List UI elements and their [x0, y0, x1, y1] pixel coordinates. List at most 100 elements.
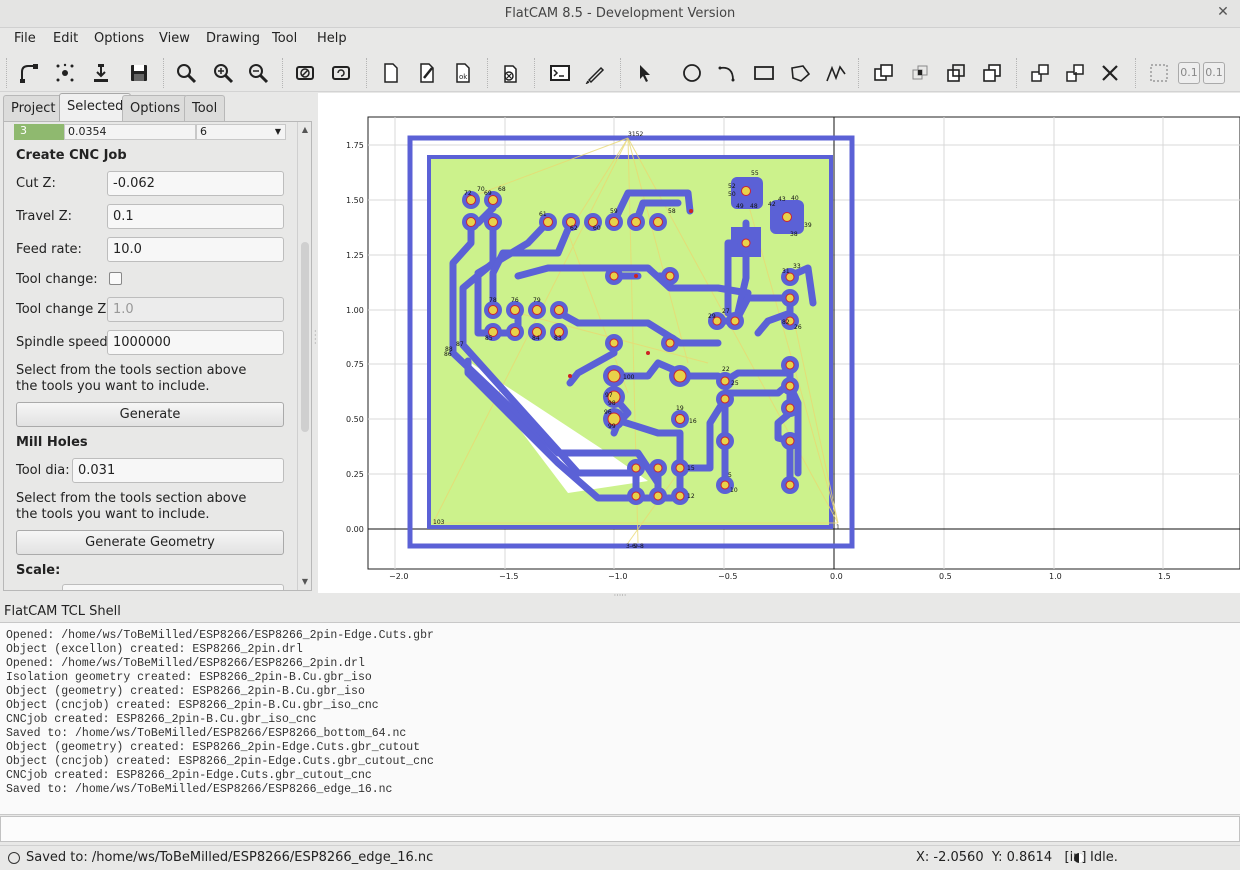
svg-text:3-6: 3-6: [626, 543, 636, 550]
svg-text:97: 97: [605, 392, 613, 399]
tool-dia-input[interactable]: 0.031: [72, 458, 284, 483]
x-tick: 1.5: [1158, 572, 1171, 581]
shell-line: CNCjob created: ESP8266_2pin-Edge.Cuts.g…: [6, 769, 372, 782]
tool-table-row[interactable]: 3 0.0354 6▼: [14, 124, 286, 140]
menu-tool[interactable]: Tool: [272, 31, 298, 46]
tab-tool[interactable]: Tool: [184, 95, 226, 121]
open-excellon-icon[interactable]: [52, 60, 78, 86]
svg-text:79: 79: [533, 297, 541, 304]
zoom-out-icon[interactable]: [245, 60, 271, 86]
delete-shape-icon[interactable]: [1097, 60, 1123, 86]
vertical-splitter-handle[interactable]: ····: [314, 327, 317, 348]
svg-text:9-8: 9-8: [634, 543, 644, 550]
subtract-icon[interactable]: [943, 60, 969, 86]
tab-selected[interactable]: Selected: [59, 93, 132, 121]
panel-scrollbar[interactable]: ▲ ▼: [297, 122, 311, 590]
spindle-speed-input[interactable]: 1000000: [107, 330, 284, 355]
new-geometry-icon[interactable]: [378, 60, 404, 86]
svg-text:48: 48: [750, 203, 758, 210]
tool-change-z-label: Tool change Z:: [16, 302, 111, 317]
svg-text:43: 43: [778, 196, 786, 203]
scroll-down-icon[interactable]: ▼: [301, 577, 309, 586]
path-icon[interactable]: [823, 60, 849, 86]
cursor-y: Y: 0.8614: [991, 850, 1053, 865]
svg-text:69: 69: [484, 190, 492, 197]
cut-icon[interactable]: [979, 60, 1005, 86]
edit-geometry-icon[interactable]: [414, 60, 440, 86]
scrollbar-thumb[interactable]: [301, 242, 309, 432]
tool-drill-count[interactable]: 6▼: [196, 124, 286, 140]
svg-text:87: 87: [456, 341, 464, 348]
tcl-shell-icon[interactable]: [547, 60, 573, 86]
delete-icon[interactable]: [497, 60, 523, 86]
x-tick: 1.0: [1049, 572, 1062, 581]
menu-drawing[interactable]: Drawing: [206, 31, 261, 46]
tool-change-z-input[interactable]: 1.0: [107, 297, 284, 322]
intersection-icon[interactable]: [907, 60, 933, 86]
svg-text:49: 49: [736, 203, 744, 210]
title-bar: FlatCAM 8.5 - Development Version ✕: [0, 0, 1240, 28]
feed-rate-input[interactable]: 10.0: [107, 237, 284, 262]
union-icon[interactable]: [871, 60, 897, 86]
x-tick: −1.0: [608, 572, 627, 581]
shell-command-input[interactable]: [0, 816, 1240, 842]
save-project-icon[interactable]: [126, 60, 152, 86]
travel-z-input[interactable]: 0.1: [107, 204, 284, 229]
menu-file[interactable]: File: [14, 31, 36, 46]
menu-edit[interactable]: Edit: [53, 31, 79, 46]
update-geometry-icon[interactable]: ok: [450, 60, 476, 86]
idle-status: Idle.: [1090, 850, 1118, 865]
shell-line: Object (cncjob) created: ESP8266_2pin-B.…: [6, 699, 379, 712]
svg-text:19: 19: [676, 405, 684, 412]
menu-view[interactable]: View: [159, 31, 190, 46]
measure-icon[interactable]: [583, 60, 609, 86]
svg-text:82: 82: [782, 319, 790, 326]
generate-button[interactable]: Generate: [16, 402, 284, 427]
y-tick: 1.00: [346, 306, 364, 315]
replot-icon[interactable]: [328, 60, 354, 86]
menu-options[interactable]: Options: [94, 31, 145, 46]
status-icon: [8, 852, 20, 864]
svg-text:ok: ok: [459, 73, 468, 81]
svg-text:58: 58: [668, 208, 676, 215]
open-gerber-icon[interactable]: [16, 60, 42, 86]
grid-y-input[interactable]: 0.1: [1203, 62, 1225, 84]
generate-geometry-button[interactable]: Generate Geometry: [16, 530, 284, 555]
grid-snap-icon[interactable]: [1146, 60, 1172, 86]
select-icon[interactable]: [632, 60, 658, 86]
circle-icon[interactable]: [679, 60, 705, 86]
shell-line: Object (cncjob) created: ESP8266_2pin-Ed…: [6, 755, 434, 768]
zoom-fit-icon[interactable]: [173, 60, 199, 86]
shell-output[interactable]: Opened: /home/ws/ToBeMilled/ESP8266/ESP8…: [0, 622, 1240, 815]
rectangle-icon[interactable]: [751, 60, 777, 86]
grid-x-input[interactable]: 0.1: [1178, 62, 1200, 84]
polygon-icon[interactable]: [787, 60, 813, 86]
plot-canvas[interactable]: −2.0 −1.5 −1.0 −0.5 0.0 0.5 1.0 1.5 1.75…: [318, 93, 1240, 593]
scale-input-partial[interactable]: [62, 584, 284, 590]
y-tick: 1.25: [346, 251, 364, 260]
tab-project[interactable]: Project: [3, 95, 64, 121]
isolation-region: [468, 361, 648, 493]
menu-help[interactable]: Help: [317, 31, 347, 46]
tool-change-checkbox[interactable]: [109, 272, 122, 285]
open-gcode-icon[interactable]: [88, 60, 114, 86]
zoom-in-icon[interactable]: [210, 60, 236, 86]
shell-line: Saved to: /home/ws/ToBeMilled/ESP8266/ES…: [6, 727, 407, 740]
svg-text:12: 12: [687, 493, 695, 500]
svg-text:29: 29: [708, 313, 716, 320]
close-window-icon[interactable]: ✕: [1217, 4, 1229, 20]
horizontal-splitter-handle[interactable]: ·····: [0, 592, 1240, 601]
tool-diameter: 0.0354: [64, 124, 196, 140]
tab-options[interactable]: Options: [122, 95, 189, 121]
clear-plot-icon[interactable]: [292, 60, 318, 86]
toolbar-handle[interactable]: [6, 58, 7, 88]
cut-z-input[interactable]: -0.062: [107, 171, 284, 196]
copy-icon[interactable]: [1062, 60, 1088, 86]
svg-text:55: 55: [751, 170, 759, 177]
arc-icon[interactable]: [715, 60, 741, 86]
chevron-down-icon: ▼: [274, 127, 281, 136]
scroll-up-icon[interactable]: ▲: [301, 125, 309, 134]
tool-dia-label: Tool dia:: [16, 463, 70, 478]
svg-text:72: 72: [464, 190, 472, 197]
move-icon[interactable]: [1027, 60, 1053, 86]
